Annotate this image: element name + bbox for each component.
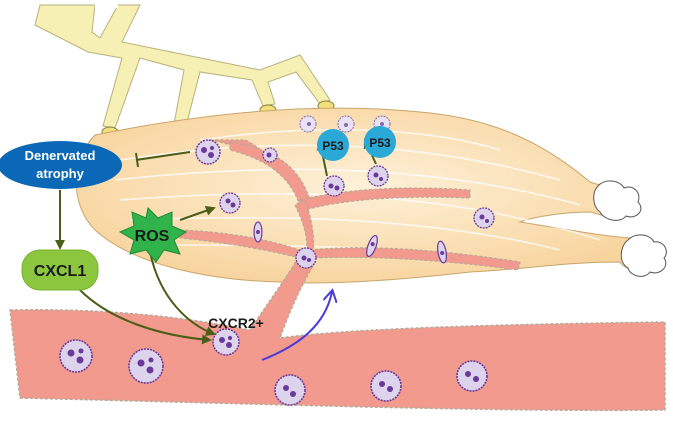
neutrophil-cell-icon: [437, 240, 447, 264]
neutrophil-cell-icon: [366, 234, 378, 258]
p53-right-label: P53: [369, 136, 391, 150]
neutrophil-cell-icon: [456, 360, 488, 392]
nerve: [34, 2, 331, 129]
inhibition-arrow: [135, 151, 191, 161]
neutrophil-cell-icon: [299, 115, 317, 133]
ros-label: ROS: [135, 228, 170, 245]
cxcl1-label: CXCL1: [34, 263, 87, 280]
ros-node: ROS: [118, 206, 188, 263]
arrow-extravasation: [261, 292, 332, 361]
neutrophil-cell-icon: [262, 147, 278, 163]
neutrophil-cell-icon: [370, 370, 402, 402]
neutrophil-cell-icon: [323, 175, 345, 197]
neutrophil-cell-icon: [367, 165, 389, 187]
neutrophil-cell-icon: [274, 374, 306, 406]
p53-right-node: P53: [364, 126, 396, 158]
denervated-atrophy-node: Denervated atrophy: [0, 141, 122, 189]
immune-cells: [59, 115, 495, 406]
denervated-atrophy-label-line1: Denervated: [25, 148, 96, 163]
neutrophil-cell-icon: [473, 207, 495, 229]
p53-left-node: P53: [317, 129, 349, 161]
inhibition-bar: [135, 152, 139, 168]
neutrophil-cell-icon: [212, 328, 240, 356]
neutrophil-cell-icon: [195, 139, 221, 165]
arrow-ros-to-cxcr2: [149, 251, 216, 336]
denervated-atrophy-label-line2: atrophy: [36, 166, 84, 181]
cxcr2-label: CXCR2+: [208, 315, 264, 331]
tendon-end-icon: [593, 180, 667, 277]
p53-left-label: P53: [322, 139, 344, 153]
arrow-ros-to-cell: [179, 205, 216, 221]
cxcl1-node: CXCL1: [21, 249, 99, 291]
neutrophil-cell-icon: [337, 115, 355, 133]
neutrophil-cell-icon: [219, 192, 241, 214]
neutrophil-cell-icon: [295, 247, 317, 269]
neutrophil-cell-icon: [253, 221, 263, 243]
neutrophil-cell-icon: [128, 348, 164, 384]
arrow-cxcl1-to-cxcr2: [79, 289, 212, 345]
blood-vessel: [9, 257, 666, 412]
neutrophil-cell-icon: [59, 339, 93, 373]
